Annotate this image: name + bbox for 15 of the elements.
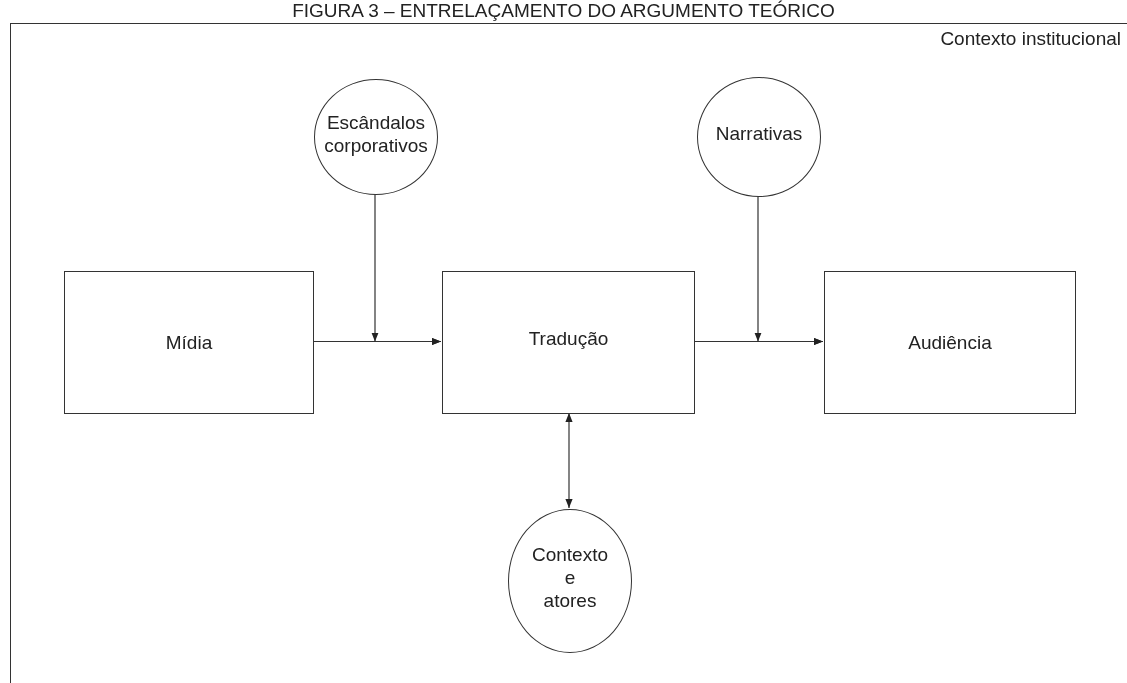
figure-title: FIGURA 3 – ENTRELAÇAMENTO DO ARGUMENTO TEÓRICO xyxy=(291,1,836,21)
arrow xyxy=(565,412,573,509)
context-frame xyxy=(10,23,1127,683)
arrow xyxy=(754,195,824,345)
process-box xyxy=(64,271,314,414)
process-box xyxy=(824,271,1076,414)
node-label: Audiência xyxy=(908,331,992,354)
node-label: Mídia xyxy=(165,331,213,354)
node-label: Tradução xyxy=(528,327,609,350)
node-label: Narrativas xyxy=(714,121,804,145)
node-label: Escândalos corporativos xyxy=(323,111,429,157)
arrow xyxy=(371,193,442,345)
process-box xyxy=(442,271,695,414)
node-label: Contexto e atores xyxy=(530,542,609,612)
node-label: Contexto institucional xyxy=(940,27,1121,50)
